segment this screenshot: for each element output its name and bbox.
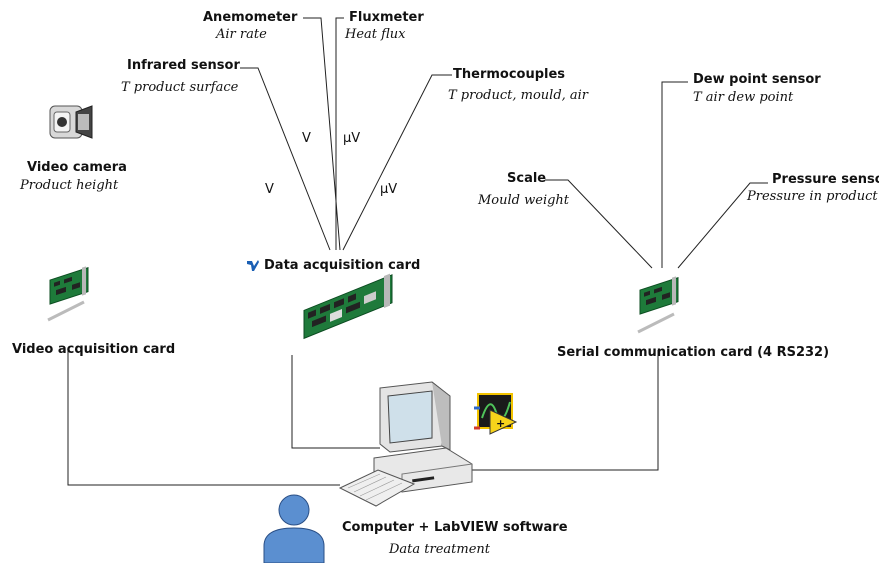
computer-role: Data treatment — [389, 542, 491, 557]
anemometer-line — [303, 17, 341, 251]
pressure-measure: Pressure in product — [747, 189, 878, 204]
video-card-line — [67, 350, 340, 486]
infrared-label: Infrared sensor — [127, 58, 240, 73]
signal-label: μV — [343, 131, 361, 146]
serial-card-label: Serial communication card (4 RS232) — [557, 345, 830, 360]
video-camera-icon — [49, 105, 93, 139]
scale-measure: Mould weight — [478, 193, 570, 208]
signal-label: V — [265, 182, 274, 197]
keyboard-icon — [338, 469, 416, 507]
anemometer-measure: Air rate — [216, 27, 267, 42]
thermocouples-measure: T product, mould, air — [448, 88, 589, 103]
scale-label: Scale — [507, 171, 547, 186]
anemometer-label: Anemometer — [203, 10, 298, 25]
daq-card-line — [291, 355, 380, 449]
serial-card-line — [468, 350, 659, 471]
pressure-line — [677, 182, 768, 269]
scale-line — [545, 179, 653, 269]
signal-label: V — [302, 131, 311, 146]
dew-point-line — [661, 81, 688, 268]
acquisition-card-icon — [303, 273, 393, 340]
thermocouples-line — [342, 74, 452, 251]
acquisition-card-icon — [637, 276, 679, 334]
fluxmeter-label: Fluxmeter — [349, 10, 424, 25]
dew-point-label: Dew point sensor — [693, 72, 821, 87]
labview-icon: + — [474, 393, 518, 435]
user-icon — [263, 494, 325, 563]
dew-point-measure: T air dew point — [693, 90, 794, 105]
video-camera-label: Video camera — [27, 160, 127, 175]
infrared-measure: T product surface — [121, 80, 239, 95]
computer-label: Computer + LabVIEW software — [342, 520, 568, 535]
svg-text:+: + — [496, 417, 505, 430]
daq-card-label: Data acquisition card — [264, 258, 421, 273]
pressure-label: Pressure sensor — [772, 172, 879, 187]
video-card-label: Video acquisition card — [12, 342, 176, 357]
signal-label: μV — [380, 182, 398, 197]
ni-logo-icon — [247, 260, 259, 271]
thermocouples-label: Thermocouples — [453, 67, 566, 82]
video-camera-measure: Product height — [20, 178, 119, 193]
fluxmeter-measure: Heat flux — [345, 27, 406, 42]
acquisition-card-icon — [47, 266, 89, 322]
fluxmeter-line — [335, 17, 344, 250]
infrared-line — [240, 67, 331, 251]
